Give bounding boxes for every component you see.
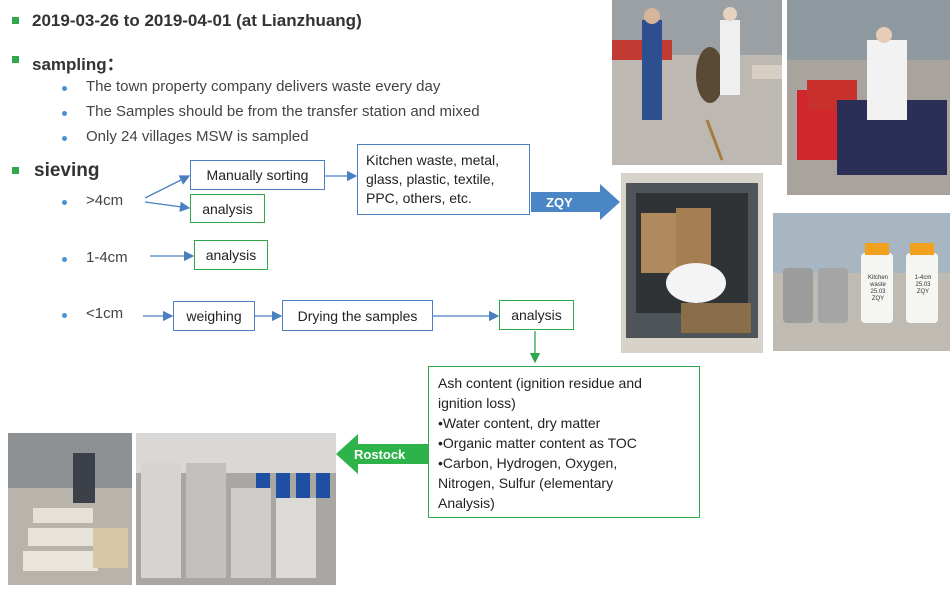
analysis-mid-box: analysis (194, 240, 268, 270)
bullet-dot (62, 136, 67, 141)
photo-drying-racks (136, 433, 336, 585)
kitchen-line-1: Kitchen waste, metal, (366, 152, 500, 168)
kitchen-line-3: PPC, others, etc. (366, 190, 472, 206)
ash-line-1: Ash content (ignition residue and (438, 375, 642, 391)
rostock-label: Rostock (354, 447, 406, 462)
photo-sample-bottles: Kitchen waste 25.03 ZQY 1-4cm 25.03 ZQY (773, 213, 950, 351)
ash-line-4: •Organic matter content as TOC (438, 435, 637, 451)
photo-sample-trays (8, 433, 132, 585)
sampling-item-2: The Samples should be from the transfer … (86, 103, 480, 120)
ash-line-3: •Water content, dry matter (438, 415, 601, 431)
arrow-to-sorting (144, 175, 191, 199)
kitchen-waste-box: Kitchen waste, metal, glass, plastic, te… (357, 144, 530, 215)
bottle-label-2: 1-4cm 25.03 ZQY (914, 275, 932, 295)
sampling-heading: sampling： (32, 55, 124, 74)
date-range: 2019-03-26 to 2019-04-01 (at Lianzhuang) (32, 11, 362, 30)
sampling-item-3: Only 24 villages MSW is sampled (86, 128, 309, 145)
zqy-label: ZQY (546, 195, 573, 210)
size-1-4: 1-4cm (86, 249, 128, 266)
photo-sampling-workers-art (612, 0, 782, 165)
weighing-box: weighing (173, 301, 255, 331)
drying-box: Drying the samples (282, 300, 433, 331)
bullet-square (12, 17, 19, 24)
bullet-square (12, 167, 19, 174)
bottle-label-1: Kitchen waste 25.03 ZQY (867, 275, 888, 302)
bullet-dot (62, 313, 67, 318)
photo-drying-oven-art (621, 173, 763, 353)
photo-sorting-table-art (787, 0, 950, 195)
size-gt4: >4cm (86, 192, 124, 209)
kitchen-line-2: glass, plastic, textile, (366, 171, 495, 187)
bullet-square (12, 56, 19, 63)
analysis-gt4-box: analysis (190, 194, 265, 223)
size-lt1: <1cm (86, 305, 124, 322)
bullet-dot (62, 257, 67, 262)
sampling-item-1: The town property company delivers waste… (86, 78, 441, 95)
bullet-dot (62, 86, 67, 91)
zqy-arrow (531, 184, 620, 220)
manual-sorting-box: Manually sorting (190, 160, 325, 190)
ash-line-7: Analysis) (438, 495, 495, 511)
photo-drying-oven (621, 173, 763, 353)
photo-sampling-workers (612, 0, 782, 165)
ash-line-2: ignition loss) (438, 395, 516, 411)
arrow-to-analysis-gt4 (144, 201, 191, 212)
ash-content-box: Ash content (ignition residue and igniti… (428, 366, 700, 518)
photo-sorting-table (787, 0, 950, 195)
bullet-dot (62, 111, 67, 116)
sieving-heading: sieving (34, 160, 100, 181)
photo-drying-racks-art (136, 433, 336, 585)
photo-sample-trays-art (8, 433, 132, 585)
rostock-arrow (336, 434, 430, 474)
analysis-lt1-box: analysis (499, 300, 574, 330)
bullet-dot (62, 200, 67, 205)
ash-line-5: •Carbon, Hydrogen, Oxygen, (438, 455, 618, 471)
ash-line-6: Nitrogen, Sulfur (elementary (438, 475, 614, 491)
photo-sample-bottles-art (773, 213, 950, 351)
